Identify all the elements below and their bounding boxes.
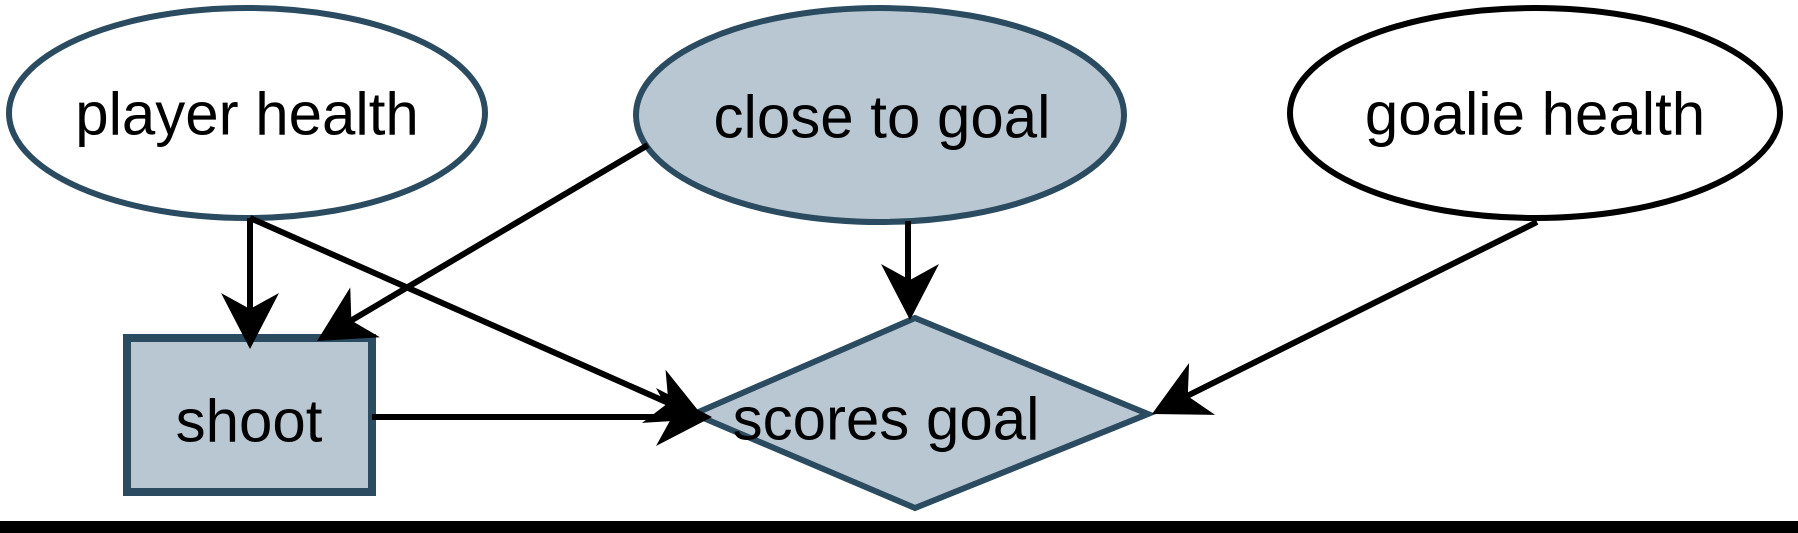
edge-line xyxy=(248,215,675,408)
edge-line xyxy=(345,142,650,326)
arrowhead-icon xyxy=(656,388,712,446)
edge-player-health-to-shoot xyxy=(221,218,279,349)
player-health-label: player health xyxy=(75,81,419,148)
close-to-goal-ellipse xyxy=(633,5,1127,225)
shoot-label: shoot xyxy=(176,388,323,455)
scores-goal-label: scores goal xyxy=(733,386,1040,453)
edge-line xyxy=(1181,219,1539,401)
close-to-goal-label: close to goal xyxy=(714,84,1051,151)
goalie-health-label: goalie health xyxy=(1365,81,1705,148)
node-player-health: player health xyxy=(6,5,488,221)
arrowhead-icon xyxy=(317,287,380,341)
scores-goal-diamond xyxy=(686,314,1156,512)
goalie-health-ellipse xyxy=(1287,5,1783,221)
arrowhead-icon xyxy=(1152,362,1216,415)
arrowhead-icon xyxy=(881,264,939,320)
node-scores-goal xyxy=(686,314,1156,512)
edge-close-to-goal-to-scores-goal xyxy=(881,221,939,320)
edge-shoot-to-scores-goal xyxy=(372,388,712,446)
arrowhead-icon xyxy=(221,293,279,349)
node-goalie-health: goalie health xyxy=(1287,5,1783,221)
edge-goalie-health-to-scores-goal xyxy=(1152,219,1539,415)
bottom-divider-bar xyxy=(0,521,1798,533)
edge-close-to-goal-to-shoot xyxy=(317,142,650,341)
node-close-to-goal: close to goal xyxy=(633,5,1127,225)
